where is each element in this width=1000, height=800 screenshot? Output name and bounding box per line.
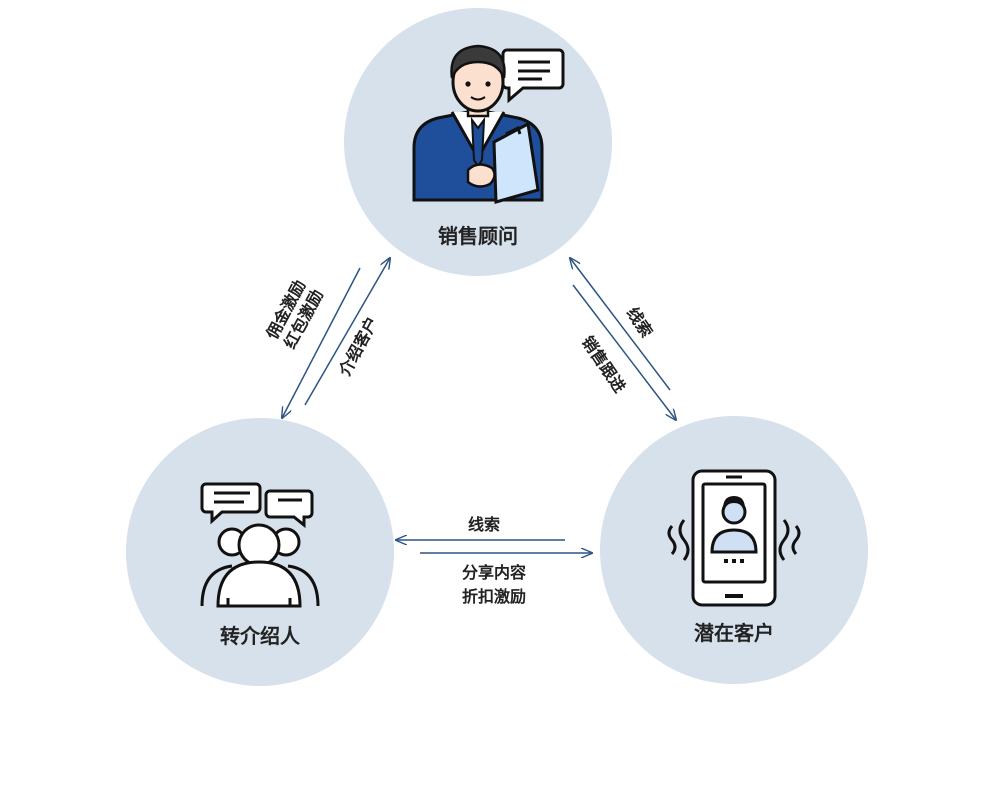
edge-bottom-label-1: 线索 xyxy=(468,515,500,534)
group-chat-icon xyxy=(200,482,320,608)
edge-right-label-2: 销售跟进 xyxy=(578,332,630,396)
edge-bottom-label-2: 分享内容 xyxy=(462,563,526,582)
referrer-node-label: 转介绍人 xyxy=(220,624,301,648)
salesperson-icon xyxy=(412,44,565,204)
arrow-sales-to-referrer xyxy=(282,267,361,418)
ringing-phone-icon xyxy=(667,469,801,607)
customer-node-label: 潜在客户 xyxy=(694,621,774,645)
edge-left-label-3: 介绍客户 xyxy=(335,314,382,380)
arrow-customer-to-sales xyxy=(570,258,671,391)
sales-node-label: 销售顾问 xyxy=(438,224,518,248)
arrow-referrer-to-sales xyxy=(304,258,390,406)
edge-bottom-label-3: 折扣激励 xyxy=(462,587,526,606)
arrow-sales-to-customer xyxy=(572,284,676,420)
